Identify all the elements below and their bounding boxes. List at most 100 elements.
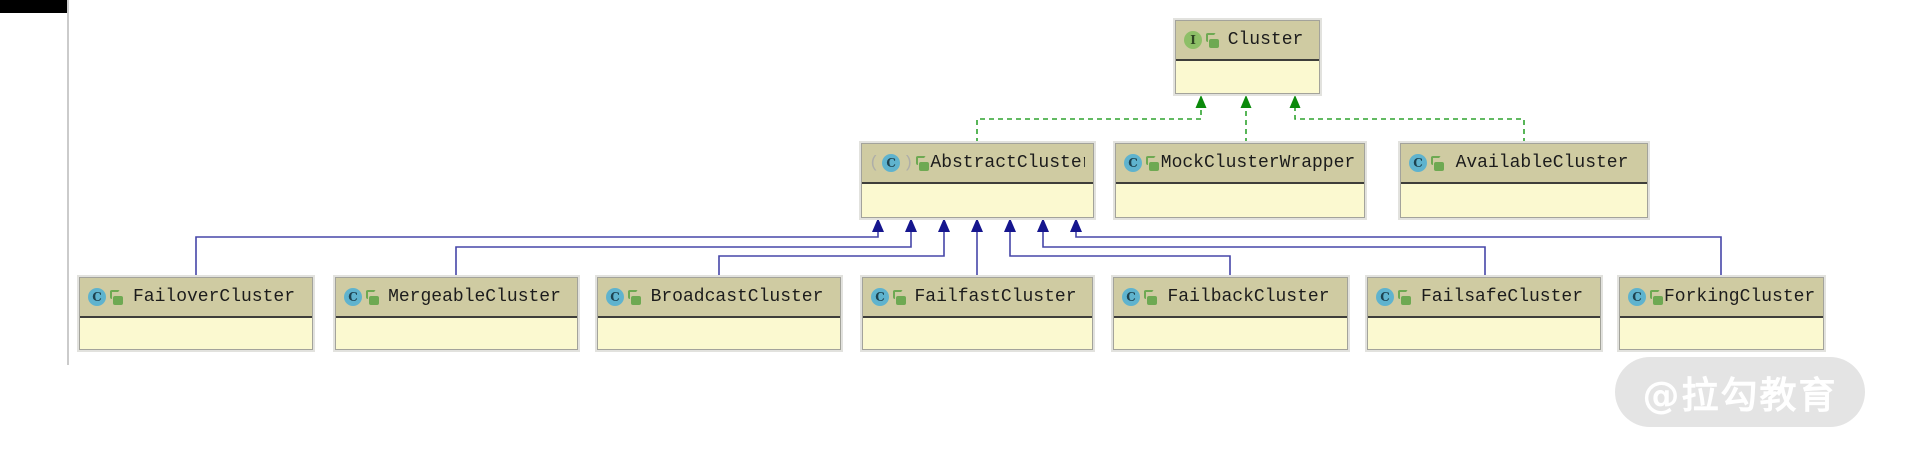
- class-node-broadcast-cluster[interactable]: C BroadcastCluster: [597, 277, 841, 350]
- canvas-left-rule: [67, 0, 69, 365]
- icon-group: C: [344, 288, 380, 306]
- class-node-failover-cluster[interactable]: C FailoverCluster: [79, 277, 313, 350]
- icon-group: C: [1628, 288, 1664, 306]
- interface-node-cluster[interactable]: I Cluster: [1175, 20, 1320, 94]
- interface-icon: I: [1184, 31, 1202, 49]
- class-node-mergeable-cluster[interactable]: C MergeableCluster: [335, 277, 578, 350]
- extends-arrowhead: [971, 218, 983, 232]
- node-label: BroadcastCluster: [650, 287, 824, 307]
- node-compartment: [862, 184, 1093, 217]
- class-icon: C: [1628, 288, 1646, 306]
- node-label: AbstractCluster: [930, 153, 1085, 173]
- class-icon: C: [606, 288, 624, 306]
- node-compartment: [1176, 61, 1319, 93]
- node-header: C MergeableCluster: [336, 278, 577, 318]
- class-node-failsafe-cluster[interactable]: C FailsafeCluster: [1367, 277, 1601, 350]
- edge-broadcastcluster-extends-abstractcluster: [718, 231, 945, 277]
- extends-arrowhead: [1037, 218, 1049, 232]
- implements-arrowhead: [1240, 95, 1252, 108]
- edge-failbackcluster-extends-abstractcluster: [1009, 231, 1231, 277]
- icon-group: ( C ): [869, 153, 930, 173]
- edge-mergeablecluster-extends-abstractcluster: [455, 231, 912, 277]
- class-icon: C: [88, 288, 106, 306]
- public-lock-icon: [1650, 289, 1664, 305]
- edge-failovercluster-extends-abstractcluster: [195, 231, 879, 277]
- node-label: FailsafeCluster: [1420, 287, 1584, 307]
- edge-failsafecluster-extends-abstractcluster: [1042, 231, 1486, 277]
- class-node-failfast-cluster[interactable]: C FailfastCluster: [862, 277, 1093, 350]
- extends-arrowhead: [872, 218, 884, 232]
- class-icon: C: [344, 288, 362, 306]
- node-label: ForkingCluster: [1664, 287, 1815, 307]
- edge-availablecluster-implements-cluster: [1294, 107, 1525, 143]
- icon-group: C: [871, 288, 907, 306]
- node-label: FailoverCluster: [132, 287, 296, 307]
- node-compartment: [1401, 184, 1647, 217]
- class-node-forking-cluster[interactable]: C ForkingCluster: [1619, 277, 1824, 350]
- node-header: C BroadcastCluster: [598, 278, 840, 318]
- public-lock-icon: [366, 289, 380, 305]
- node-compartment: [80, 318, 312, 349]
- node-header: C FailoverCluster: [80, 278, 312, 318]
- screen-corner-black-bar: [0, 0, 67, 13]
- abstract-marker-close: ): [903, 153, 914, 173]
- implements-arrowhead: [1195, 95, 1207, 108]
- node-compartment: [1620, 318, 1823, 349]
- public-lock-icon: [110, 289, 124, 305]
- public-lock-icon: [1146, 155, 1160, 171]
- node-label: MockClusterWrapper: [1160, 153, 1356, 173]
- node-header: C FailbackCluster: [1114, 278, 1347, 318]
- node-header: I Cluster: [1176, 21, 1319, 61]
- public-lock-icon: [916, 155, 930, 171]
- class-icon: C: [1409, 154, 1427, 172]
- node-compartment: [598, 318, 840, 349]
- abstract-marker-open: (: [869, 153, 880, 173]
- icon-group: I: [1184, 31, 1220, 49]
- implements-arrowhead: [1289, 95, 1301, 108]
- abstract-class-icon: C: [882, 154, 901, 172]
- edge-abstractcluster-implements-cluster: [976, 107, 1202, 143]
- class-icon: C: [1124, 154, 1142, 172]
- node-header: C FailsafeCluster: [1368, 278, 1600, 318]
- node-compartment: [1368, 318, 1600, 349]
- class-icon: C: [1376, 288, 1394, 306]
- edge-forkingcluster-extends-abstractcluster: [1075, 231, 1722, 277]
- icon-group: C: [1124, 154, 1160, 172]
- icon-group: C: [606, 288, 642, 306]
- extends-arrowhead: [938, 218, 950, 232]
- node-compartment: [1114, 318, 1347, 349]
- icon-group: C: [1122, 288, 1158, 306]
- icon-group: C: [88, 288, 124, 306]
- public-lock-icon: [628, 289, 642, 305]
- class-node-failback-cluster[interactable]: C FailbackCluster: [1113, 277, 1348, 350]
- node-label: FailfastCluster: [914, 287, 1077, 307]
- node-label: AvailableCluster: [1455, 153, 1629, 173]
- class-node-mock-cluster-wrapper[interactable]: C MockClusterWrapper: [1115, 143, 1365, 218]
- class-node-abstract-cluster[interactable]: ( C ) AbstractCluster: [861, 143, 1094, 218]
- node-header: C MockClusterWrapper: [1116, 144, 1364, 184]
- class-node-available-cluster[interactable]: C AvailableCluster: [1400, 143, 1648, 218]
- class-icon: C: [1122, 288, 1140, 306]
- public-lock-icon: [1206, 32, 1220, 48]
- public-lock-icon: [893, 289, 907, 305]
- node-header: ( C ) AbstractCluster: [862, 144, 1093, 184]
- icon-group: C: [1376, 288, 1412, 306]
- icon-group: C: [1409, 154, 1445, 172]
- node-header: C FailfastCluster: [863, 278, 1092, 318]
- node-label: FailbackCluster: [1167, 287, 1330, 307]
- public-lock-icon: [1398, 289, 1412, 305]
- extends-arrowhead: [905, 218, 917, 232]
- node-compartment: [863, 318, 1092, 349]
- node-label: Cluster: [1227, 30, 1304, 50]
- extends-arrowhead: [1070, 218, 1082, 232]
- node-compartment: [1116, 184, 1364, 217]
- class-icon: C: [871, 288, 889, 306]
- node-header: C ForkingCluster: [1620, 278, 1823, 318]
- watermark-badge: @拉勾教育: [1615, 357, 1865, 427]
- public-lock-icon: [1144, 289, 1158, 305]
- public-lock-icon: [1431, 155, 1445, 171]
- watermark-text: @拉勾教育: [1642, 374, 1838, 417]
- extends-arrowhead: [1004, 218, 1016, 232]
- node-header: C AvailableCluster: [1401, 144, 1647, 184]
